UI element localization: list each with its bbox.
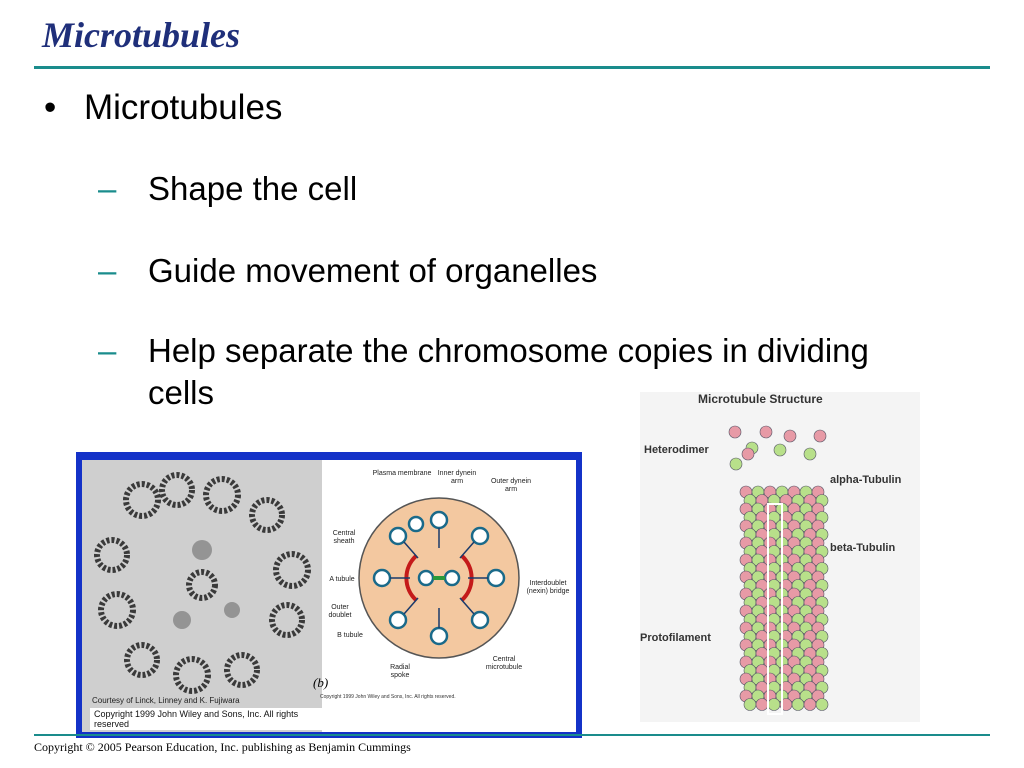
label-radial-spoke: Radial spoke bbox=[390, 664, 410, 679]
label-central-sheath: Central sheath bbox=[332, 530, 356, 545]
axoneme-diagram bbox=[358, 497, 520, 659]
subpoint-text: Shape the cell bbox=[148, 170, 358, 207]
main-bullet-text: Microtubules bbox=[84, 88, 283, 127]
free-heterodimer bbox=[759, 425, 773, 439]
tubulin-subunit bbox=[791, 698, 805, 711]
label-a-tubule: A tubule bbox=[329, 576, 355, 583]
footer-divider bbox=[34, 734, 990, 736]
label-interdoublet-bridge: Interdoublet (nexin) bridge bbox=[526, 580, 570, 595]
dash-icon: – bbox=[98, 170, 117, 207]
tubulin-subunit bbox=[743, 698, 757, 711]
subpoint-3: – Help separate the chromosome copies in… bbox=[98, 330, 888, 414]
tubulin-subunit bbox=[767, 698, 781, 711]
label-protofilament: Protofilament bbox=[640, 632, 711, 644]
micrograph-copyright: Copyright 1999 John Wiley and Sons, Inc.… bbox=[90, 708, 322, 730]
free-heterodimer bbox=[728, 425, 742, 439]
label-outer-dynein: Outer dynein arm bbox=[490, 478, 532, 493]
free-heterodimer bbox=[813, 429, 827, 443]
main-bullet: • Microtubules bbox=[44, 88, 282, 128]
subpoint-2: – Guide movement of organelles bbox=[98, 250, 888, 292]
title-divider bbox=[34, 66, 990, 69]
free-heterodimer bbox=[729, 457, 743, 471]
microtubule-structure-figure: Microtubule Structure Heterodimer alpha-… bbox=[640, 392, 920, 722]
tubulin-subunit bbox=[803, 698, 817, 711]
label-heterodimer: Heterodimer bbox=[644, 444, 709, 456]
central-microtubule-left bbox=[417, 569, 435, 587]
free-heterodimer bbox=[803, 447, 817, 461]
panel-label: (b) bbox=[313, 675, 329, 690]
label-central-microtubule: Central microtubule bbox=[485, 656, 523, 671]
structure-title: Microtubule Structure bbox=[698, 392, 823, 406]
bullet-dot-icon: • bbox=[44, 88, 57, 127]
subpoint-text: Guide movement of organelles bbox=[148, 252, 598, 289]
tubulin-subunit bbox=[755, 698, 769, 711]
label-b-tubule: B tubule bbox=[337, 632, 363, 639]
label-alpha-tubulin: alpha-Tubulin bbox=[830, 474, 902, 486]
protofilament-highlight bbox=[767, 503, 783, 715]
micrograph-image bbox=[82, 460, 322, 732]
tubulin-subunit bbox=[815, 698, 829, 711]
electron-micrograph: Courtesy of Linck, Linney and K. Fujiwar… bbox=[82, 460, 322, 732]
dash-icon: – bbox=[98, 332, 117, 369]
label-beta-tubulin: beta-Tubulin bbox=[830, 542, 896, 554]
label-plasma-membrane: Plasma membrane bbox=[372, 470, 432, 477]
free-heterodimer bbox=[741, 447, 755, 461]
diagram-copyright: Copyright 1999 John Wiley and Sons, Inc.… bbox=[320, 694, 456, 700]
subpoint-1: – Shape the cell bbox=[98, 168, 888, 210]
label-outer-doublet: Outer doublet bbox=[328, 604, 352, 619]
axoneme-figure-panel: Courtesy of Linck, Linney and K. Fujiwar… bbox=[82, 460, 576, 732]
free-heterodimer bbox=[783, 429, 797, 443]
free-heterodimer bbox=[773, 443, 787, 457]
axoneme-figure: Courtesy of Linck, Linney and K. Fujiwar… bbox=[76, 452, 582, 738]
microtubule-illustration bbox=[728, 425, 829, 715]
dash-icon: – bbox=[98, 252, 117, 289]
slide-title: Microtubules bbox=[42, 15, 241, 55]
subpoint-text: Help separate the chromosome copies in d… bbox=[148, 332, 869, 411]
label-inner-dynein: Inner dynein arm bbox=[437, 470, 477, 485]
central-microtubule-right bbox=[443, 569, 461, 587]
footer-copyright: Copyright © 2005 Pearson Education, Inc.… bbox=[34, 740, 411, 754]
micrograph-credit: Courtesy of Linck, Linney and K. Fujiwar… bbox=[92, 696, 240, 705]
